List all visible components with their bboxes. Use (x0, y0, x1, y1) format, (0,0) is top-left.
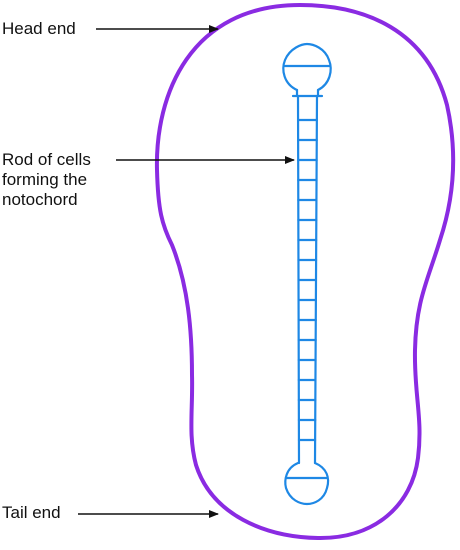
head-end-label: Head end (2, 19, 76, 39)
notochord-label: Rod of cells forming the notochord (2, 150, 91, 210)
notochord-label-line-2: forming the (2, 170, 88, 189)
head-end-text: Head end (2, 19, 76, 38)
notochord-head-bulb (282, 42, 332, 92)
tail-end-text: Tail end (2, 503, 61, 522)
notochord-segments (296, 118, 318, 442)
notochord-label-line-1: Rod of cells (2, 150, 91, 169)
notochord-rod (282, 42, 332, 506)
embryo-outline (154, 3, 456, 541)
tail-end-label: Tail end (2, 503, 61, 523)
notochord-label-line-3: notochord (2, 190, 78, 209)
notochord-tail-bulb (284, 461, 330, 506)
notochord-head-neck (291, 88, 324, 98)
